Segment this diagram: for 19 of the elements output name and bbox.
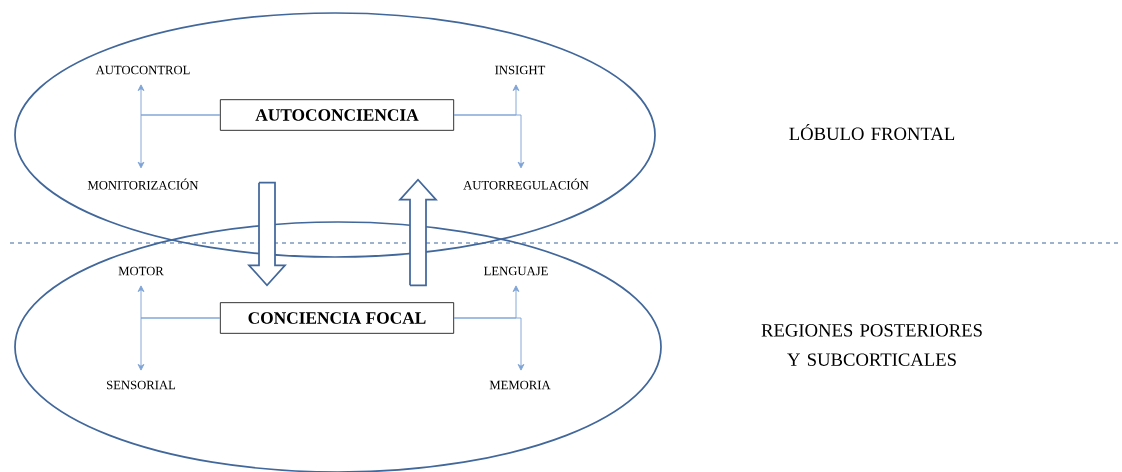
arrow — [453, 114, 525, 169]
function-label: AUTORREGULACIÓN — [463, 178, 589, 190]
arrow — [453, 317, 525, 371]
region-ellipse — [14, 12, 656, 258]
region-label: REGIONES POSTERIORES Y SUBCORTICALES — [761, 324, 982, 366]
function-label: AUTOCONTROL — [95, 65, 190, 75]
concept-box: CONCIENCIA FOCAL — [219, 302, 455, 334]
function-label: LENGUAJE — [484, 266, 548, 276]
function-label: MOTOR — [118, 266, 164, 276]
region-label: LÓBULO FRONTAL — [789, 123, 955, 141]
function-label: MEMORIA — [489, 380, 551, 390]
arrow — [137, 114, 221, 169]
concept-box: AUTOCONCIENCIA — [219, 99, 455, 131]
function-label: MONITORIZACIÓN — [87, 178, 199, 190]
function-label: SENSORIAL — [107, 380, 176, 390]
arrow — [137, 317, 221, 371]
block-arrow — [247, 181, 287, 287]
block-arrow — [398, 178, 438, 287]
function-label: INSIGHT — [495, 65, 546, 75]
